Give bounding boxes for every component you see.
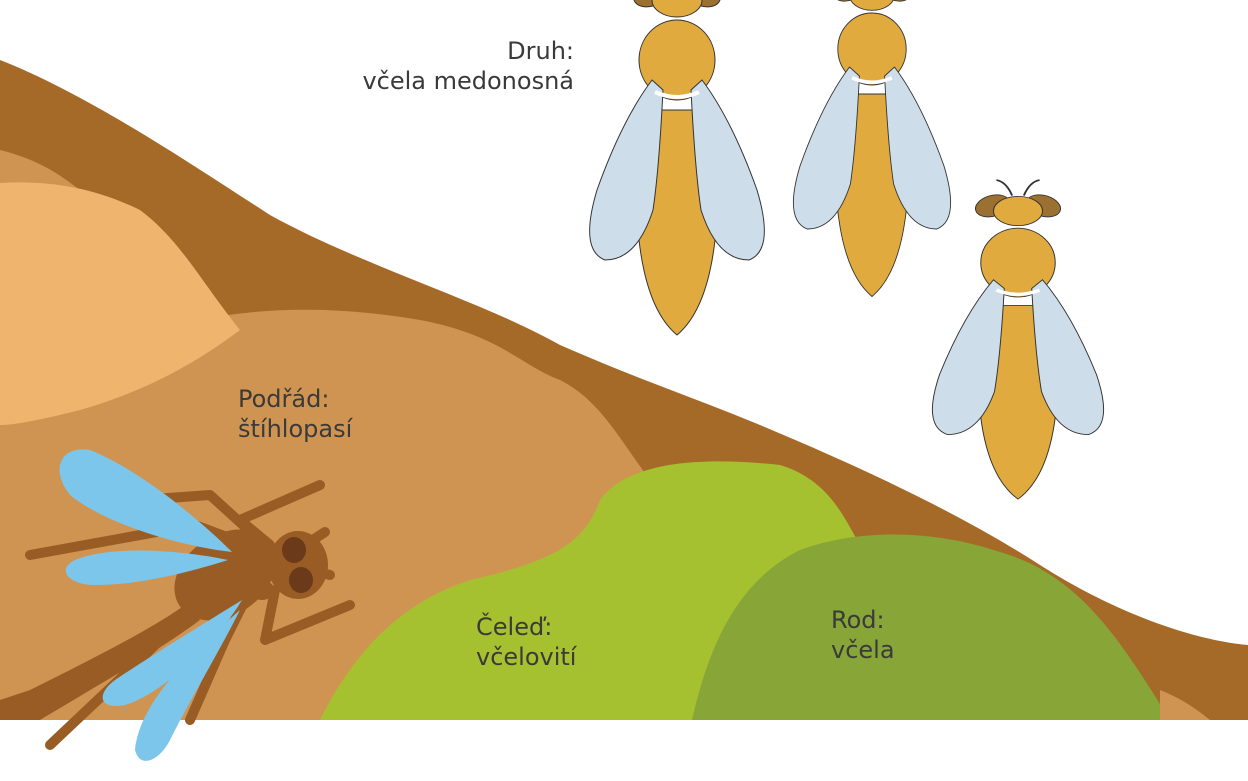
bee-icon xyxy=(932,180,1103,499)
label-podrad-name: štíhlopasí xyxy=(238,414,352,444)
bee-icon xyxy=(590,0,765,335)
label-druh-rank: Druh: xyxy=(362,36,574,66)
label-rod-rank: Rod: xyxy=(831,605,895,635)
label-podrad-rank: Podřád: xyxy=(238,384,352,414)
label-druh-name: včela medonosná xyxy=(362,66,574,96)
label-druh: Druh: včela medonosná xyxy=(362,36,574,96)
label-celed-rank: Čeleď: xyxy=(476,612,576,642)
label-rod-name: včela xyxy=(831,635,895,665)
label-celed: Čeleď: včelovití xyxy=(476,612,576,672)
label-podrad: Podřád: štíhlopasí xyxy=(238,384,352,444)
label-rod: Rod: včela xyxy=(831,605,895,665)
label-celed-name: včelovití xyxy=(476,642,576,672)
bee-icon xyxy=(793,0,950,296)
